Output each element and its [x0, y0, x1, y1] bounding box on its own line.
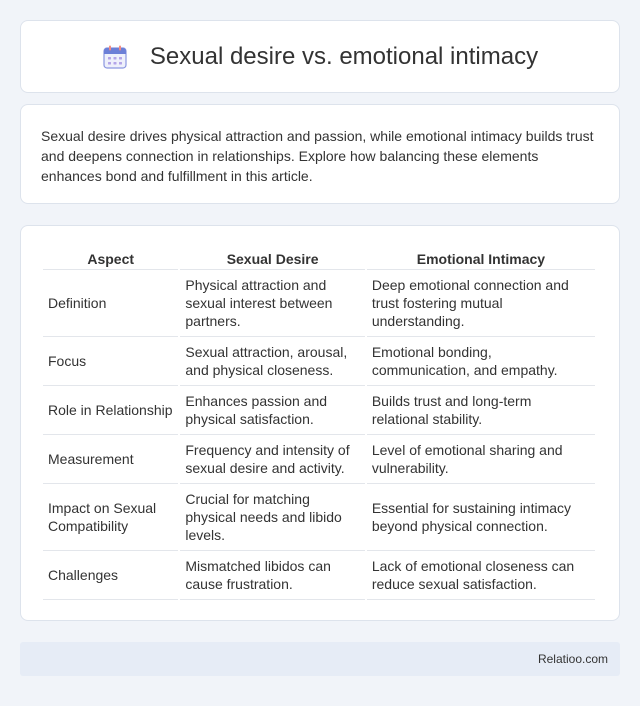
intro-text: Sexual desire drives physical attraction… — [41, 128, 594, 184]
aspect-cell: Focus — [43, 337, 179, 386]
aspect-cell: Challenges — [43, 551, 179, 600]
aspect-cell: Role in Relationship — [43, 386, 179, 435]
column-header-emotional-intimacy: Emotional Intimacy — [366, 246, 595, 270]
emotional-intimacy-cell: Lack of emotional closeness can reduce s… — [366, 551, 595, 600]
emotional-intimacy-cell: Builds trust and long-term relational st… — [366, 386, 595, 435]
intro-card: Sexual desire drives physical attraction… — [20, 104, 620, 204]
table-row: Focus Sexual attraction, arousal, and ph… — [43, 337, 595, 386]
column-header-aspect: Aspect — [43, 246, 179, 270]
table-row: Measurement Frequency and intensity of s… — [43, 435, 595, 484]
comparison-card: Aspect Sexual Desire Emotional Intimacy … — [20, 225, 620, 621]
table-row: Definition Physical attraction and sexua… — [43, 270, 595, 337]
calendar-icon — [102, 44, 128, 70]
sexual-desire-cell: Sexual attraction, arousal, and physical… — [180, 337, 365, 386]
sexual-desire-cell: Mismatched libidos can cause frustration… — [180, 551, 365, 600]
page-title: Sexual desire vs. emotional intimacy — [149, 42, 539, 70]
sexual-desire-cell: Enhances passion and physical satisfacti… — [180, 386, 365, 435]
footer-brand: Relatioo.com — [537, 652, 608, 666]
table-header-row: Aspect Sexual Desire Emotional Intimacy — [43, 246, 595, 270]
aspect-cell: Measurement — [43, 435, 179, 484]
sexual-desire-cell: Crucial for matching physical needs and … — [180, 484, 365, 551]
emotional-intimacy-cell: Deep emotional connection and trust fost… — [366, 270, 595, 337]
table-row: Challenges Mismatched libidos can cause … — [43, 551, 595, 600]
sexual-desire-cell: Frequency and intensity of sexual desire… — [180, 435, 365, 484]
emotional-intimacy-cell: Essential for sustaining intimacy beyond… — [366, 484, 595, 551]
table-row: Impact on Sexual Compatibility Crucial f… — [43, 484, 595, 551]
title-card: Sexual desire vs. emotional intimacy — [20, 20, 620, 93]
table-row: Role in Relationship Enhances passion an… — [43, 386, 595, 435]
footer-bar: Relatioo.com — [20, 642, 620, 676]
aspect-cell: Impact on Sexual Compatibility — [43, 484, 179, 551]
emotional-intimacy-cell: Level of emotional sharing and vulnerabi… — [366, 435, 595, 484]
sexual-desire-cell: Physical attraction and sexual interest … — [180, 270, 365, 337]
emotional-intimacy-cell: Emotional bonding, communication, and em… — [366, 337, 595, 386]
column-header-sexual-desire: Sexual Desire — [180, 246, 365, 270]
comparison-table: Aspect Sexual Desire Emotional Intimacy … — [41, 246, 597, 600]
aspect-cell: Definition — [43, 270, 179, 337]
